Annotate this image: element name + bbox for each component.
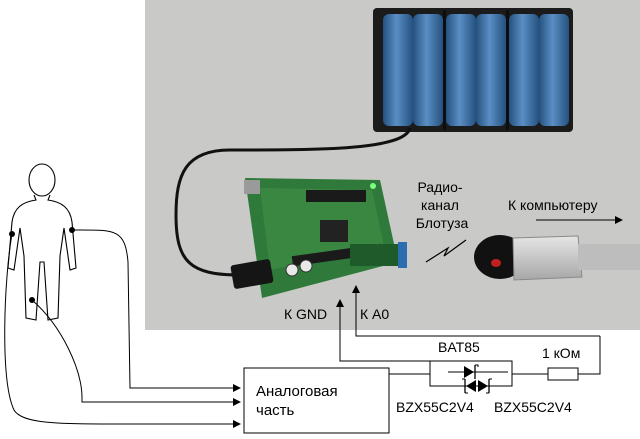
gnd-label: К GND — [284, 306, 327, 322]
wire-a0 — [352, 285, 600, 337]
analog-block-line2: часть — [256, 402, 295, 419]
zener-label-1: BZX55C2V4 — [396, 399, 474, 415]
diode-icon — [464, 364, 479, 379]
arduino-board — [244, 178, 407, 298]
radio-label-line1: Радио- — [417, 179, 462, 195]
power-jack — [230, 259, 274, 289]
zener-label-2: BZX55C2V4 — [494, 399, 572, 415]
wire-leg — [31, 299, 241, 406]
human-figure — [7, 163, 77, 321]
a0-label: К А0 — [360, 306, 389, 322]
wire-right-arm — [71, 229, 241, 392]
lightning-icon — [425, 239, 467, 263]
bat85-label: BAT85 — [438, 339, 480, 355]
power-cable — [174, 127, 412, 277]
usb-plug — [474, 235, 640, 281]
to-computer-label: К компьютеру — [508, 197, 597, 213]
wire-gnd — [336, 299, 430, 362]
resistor-label: 1 кОм — [542, 345, 580, 361]
analog-block — [243, 367, 390, 434]
analog-block-line1: Аналоговая — [256, 383, 338, 400]
radio-label-line2: канал — [421, 197, 459, 213]
battery-pack — [373, 8, 573, 132]
radio-label-line3: Блотуза — [416, 215, 469, 231]
wire-left-arm — [4, 233, 241, 428]
wire-resistor-out — [578, 336, 601, 375]
resistor-icon — [547, 367, 579, 381]
